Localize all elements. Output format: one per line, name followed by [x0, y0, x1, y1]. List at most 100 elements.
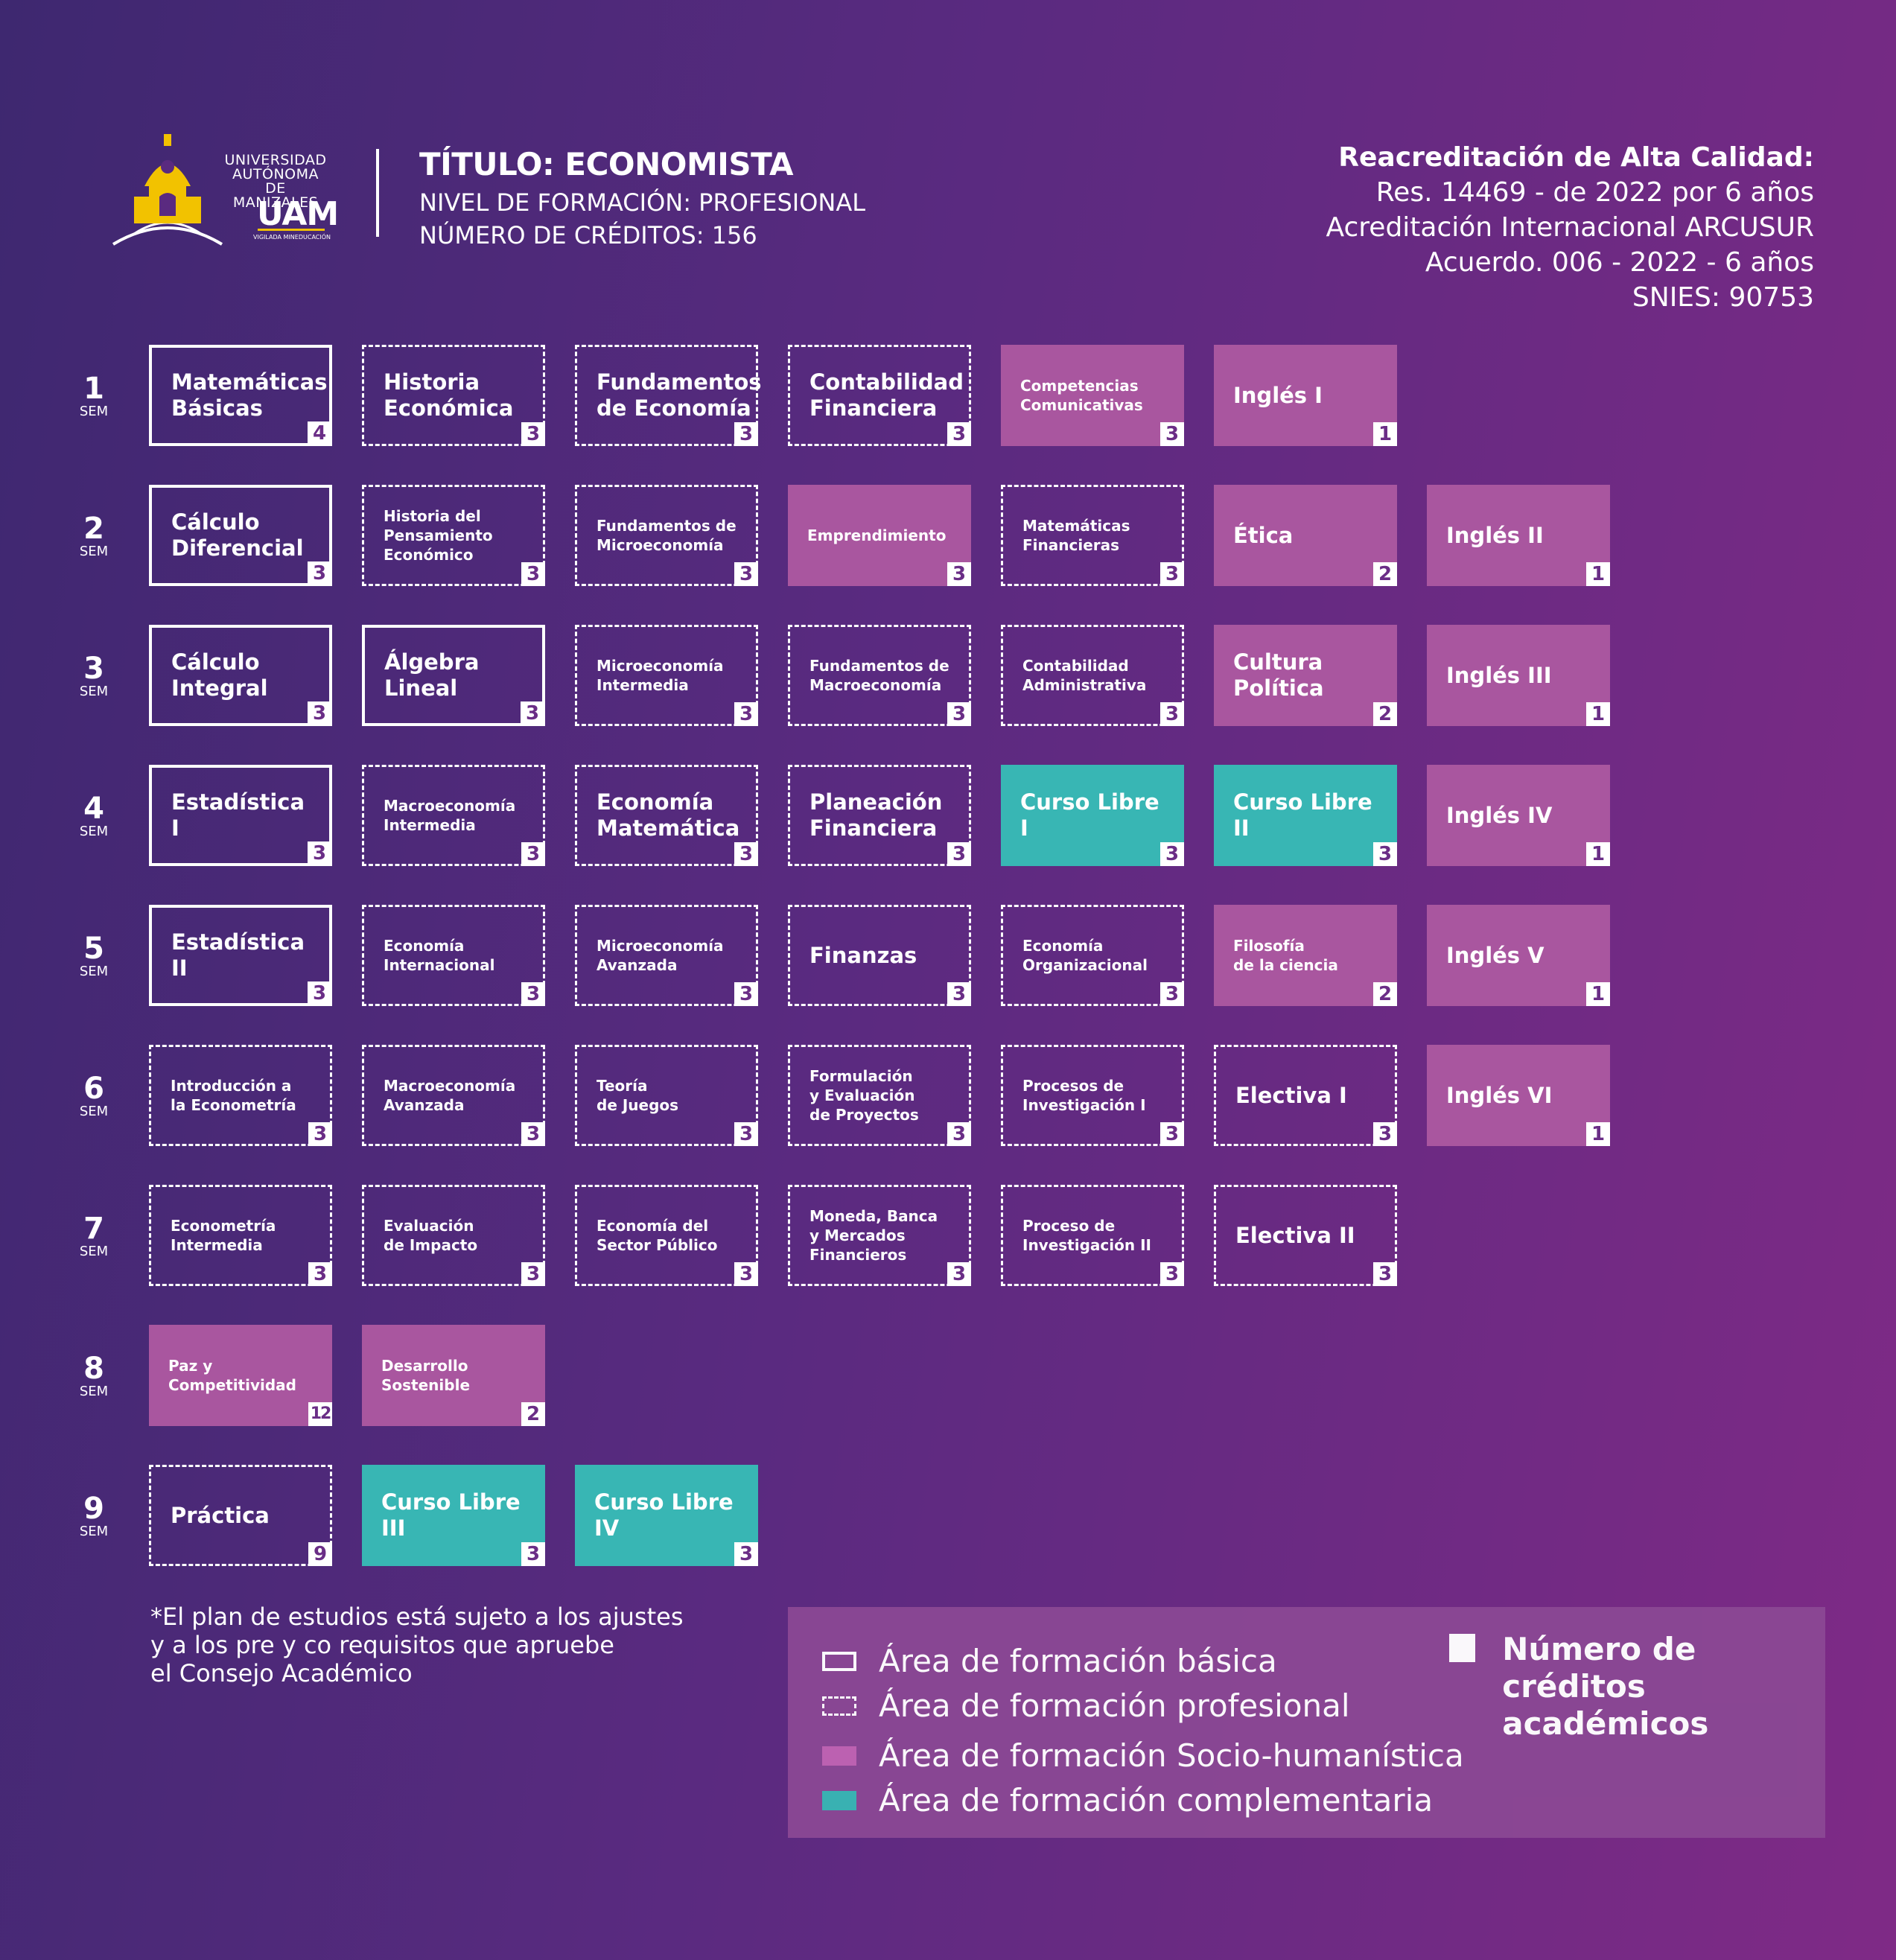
course-card: Economía del Sector Público 3 — [575, 1185, 758, 1286]
course-credits-badge: 3 — [1373, 1262, 1397, 1286]
course-credits-badge: 3 — [1160, 982, 1184, 1006]
course-name: Economía Organizacional — [1022, 937, 1148, 974]
course-name: Fundamentos de Macroeconomía — [809, 657, 949, 694]
course-name: Matemáticas Básicas — [171, 369, 328, 421]
legend-item-socio: Área de formación Socio-humanística — [822, 1737, 1464, 1774]
course-credits-badge: 1 — [1373, 422, 1397, 446]
course-card: Moneda, Banca y Mercados Financieros 3 — [788, 1185, 971, 1286]
course-name: Cálculo Diferencial — [171, 509, 304, 561]
course-credits-badge: 3 — [734, 1542, 758, 1566]
course-name: Inglés VI — [1446, 1082, 1553, 1108]
course-credits-badge: 3 — [947, 702, 971, 726]
course-credits-badge: 1 — [1586, 562, 1610, 586]
semester-sem-text: SEM — [79, 684, 109, 699]
semester-sem-text: SEM — [79, 404, 109, 419]
semester-number: 1 — [83, 372, 104, 406]
curriculum-note: *El plan de estudios está sujeto a los a… — [150, 1603, 684, 1687]
legend-swatch-basica — [822, 1651, 856, 1671]
course-credits-badge: 3 — [734, 982, 758, 1006]
course-credits-badge: 9 — [308, 1542, 332, 1566]
course-card: Inglés II 1 — [1427, 485, 1610, 586]
program-title: TÍTULO: ECONOMISTA — [419, 146, 794, 182]
course-credits-badge: 2 — [1373, 702, 1397, 726]
course-name: Microeconomía Avanzada — [597, 937, 724, 974]
logo-acronym: UAM — [257, 195, 339, 233]
course-credits-badge: 3 — [1160, 842, 1184, 866]
course-credits-badge: 3 — [947, 422, 971, 446]
course-credits-badge: 3 — [521, 1542, 545, 1566]
logo-name: UNIVERSIDAD AUTÓNOMA DE MANIZALES — [220, 153, 331, 210]
course-credits-badge: 3 — [947, 982, 971, 1006]
semester-sem-text: SEM — [79, 1244, 109, 1259]
course-name: Economía del Sector Público — [597, 1217, 718, 1254]
course-name: Estadística I — [171, 789, 305, 841]
accreditation-line-5: SNIES: 90753 — [1632, 282, 1814, 313]
course-name: Macroeconomía Avanzada — [384, 1077, 516, 1114]
course-credits-badge: 3 — [521, 1262, 545, 1286]
program-info: TÍTULO: ECONOMISTA NIVEL DE FORMACIÓN: P… — [419, 146, 865, 254]
course-name: Moneda, Banca y Mercados Financieros — [809, 1207, 938, 1264]
semester-number: 3 — [83, 652, 104, 686]
uam-logo: UNIVERSIDAD AUTÓNOMA DE MANIZALES UAM VI… — [112, 134, 339, 253]
course-name: Curso Libre IV — [594, 1489, 734, 1541]
course-name: Electiva I — [1235, 1082, 1347, 1108]
course-credits-badge: 3 — [947, 1262, 971, 1286]
semester-sem-text: SEM — [79, 824, 109, 839]
legend: Área de formación básica Área de formaci… — [788, 1607, 1825, 1838]
semester-number: 7 — [83, 1212, 104, 1246]
legend-item-basica: Área de formación básica — [822, 1643, 1277, 1679]
course-name: Filosofía de la ciencia — [1233, 937, 1338, 974]
legend-item-creditos: Número de créditos académicos — [1449, 1631, 1825, 1743]
legend-label-socio: Área de formación Socio-humanística — [879, 1737, 1464, 1774]
course-credits-badge: 3 — [521, 842, 545, 866]
course-name: Fundamentos de Economía — [597, 369, 762, 421]
legend-swatch-creditos — [1449, 1634, 1476, 1662]
legend-swatch-complementaria — [822, 1790, 856, 1810]
course-name: Curso Libre I — [1020, 789, 1159, 841]
course-credits-badge: 3 — [1160, 422, 1184, 446]
semester-sem-text: SEM — [79, 544, 109, 559]
course-card: Economía Organizacional 3 — [1001, 905, 1184, 1006]
course-credits-badge: 2 — [521, 1402, 545, 1426]
course-name: Finanzas — [809, 942, 917, 968]
accreditation-line-1: Reacreditación de Alta Calidad: — [1338, 142, 1814, 173]
program-credits: NÚMERO DE CRÉDITOS: 156 — [419, 221, 757, 249]
course-card: Inglés IV 1 — [1427, 765, 1610, 866]
course-name: Proceso de Investigación II — [1022, 1217, 1151, 1254]
legend-label-creditos: Número de créditos académicos — [1502, 1631, 1709, 1742]
course-credits-badge: 3 — [308, 841, 331, 865]
semester-sem-text: SEM — [79, 1384, 109, 1399]
course-credits-badge: 1 — [1586, 842, 1610, 866]
legend-label-complementaria: Área de formación complementaria — [879, 1782, 1434, 1819]
course-credits-badge: 3 — [734, 1262, 758, 1286]
course-name: Contabilidad Administrativa — [1022, 657, 1147, 694]
course-name: Inglés V — [1446, 942, 1545, 968]
course-name: Macroeconomía Intermedia — [384, 797, 516, 834]
course-name: Inglés IV — [1446, 802, 1553, 828]
course-name: Inglés II — [1446, 522, 1544, 548]
